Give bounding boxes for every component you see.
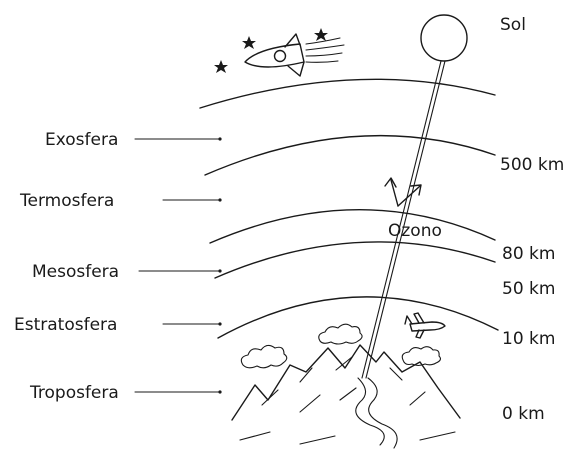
atmosphere-boundaries <box>200 79 498 338</box>
rocket-exhaust-3 <box>306 53 342 56</box>
sun-icon <box>421 15 467 61</box>
leader-lines <box>135 137 222 393</box>
leader-dot-mesosfera <box>218 269 221 272</box>
sun: Sol <box>421 15 526 61</box>
leader-dot-termosfera <box>218 198 221 201</box>
layer-label-termosfera: Termosfera <box>19 191 114 211</box>
layer-labels: Exosfera Termosfera Mesosfera Estratosfe… <box>14 130 119 403</box>
sun-label: Sol <box>500 15 526 35</box>
altitude-label-500km: 500 km <box>500 155 564 175</box>
altitude-label-50km: 50 km <box>502 279 555 299</box>
layer-label-estratosfera: Estratosfera <box>14 315 117 335</box>
altitude-label-10km: 10 km <box>502 329 555 349</box>
cloud-left-icon <box>241 345 286 367</box>
star-icon <box>242 36 256 49</box>
leader-dot-estratosfera <box>218 322 221 325</box>
altitude-label-80km: 80 km <box>502 244 555 264</box>
altitude-labels: 500 km 80 km 50 km 10 km 0 km <box>500 155 564 424</box>
layer-label-exosfera: Exosfera <box>45 130 118 150</box>
leader-dot-troposfera <box>218 390 221 393</box>
river-line-b <box>368 378 397 448</box>
river-line-a <box>356 378 384 445</box>
rocket-exhaust-2 <box>306 45 344 50</box>
star-icon <box>214 60 228 73</box>
mountains-illustration <box>232 345 460 448</box>
cloud-right-icon <box>402 347 440 366</box>
boundary-arc-80km <box>210 210 495 243</box>
reflection-arrowhead-left <box>385 178 396 187</box>
airplane-tail <box>405 316 412 324</box>
mountain-ridge <box>232 345 460 420</box>
layer-label-troposfera: Troposfera <box>29 383 119 403</box>
airplane-illustration <box>405 313 445 338</box>
boundary-arc-top <box>200 79 495 108</box>
ground-lines <box>240 432 455 444</box>
layer-label-mesosfera: Mesosfera <box>32 262 119 282</box>
leader-dot-exosfera <box>218 137 221 140</box>
star-icon <box>314 28 328 41</box>
rocket-exhaust-4 <box>306 61 338 62</box>
altitude-label-0km: 0 km <box>502 404 545 424</box>
rocket-window-icon <box>275 51 286 62</box>
ozone-label: Ozono <box>388 221 442 241</box>
rocket-illustration <box>214 28 344 76</box>
clouds <box>241 324 440 368</box>
airplane-wing-top <box>414 313 424 323</box>
boundary-arc-10km <box>218 297 498 338</box>
airplane-icon <box>410 322 445 331</box>
cloud-middle-icon <box>319 324 362 344</box>
boundary-arc-50km <box>215 242 495 278</box>
boundary-arc-500km <box>205 136 495 175</box>
